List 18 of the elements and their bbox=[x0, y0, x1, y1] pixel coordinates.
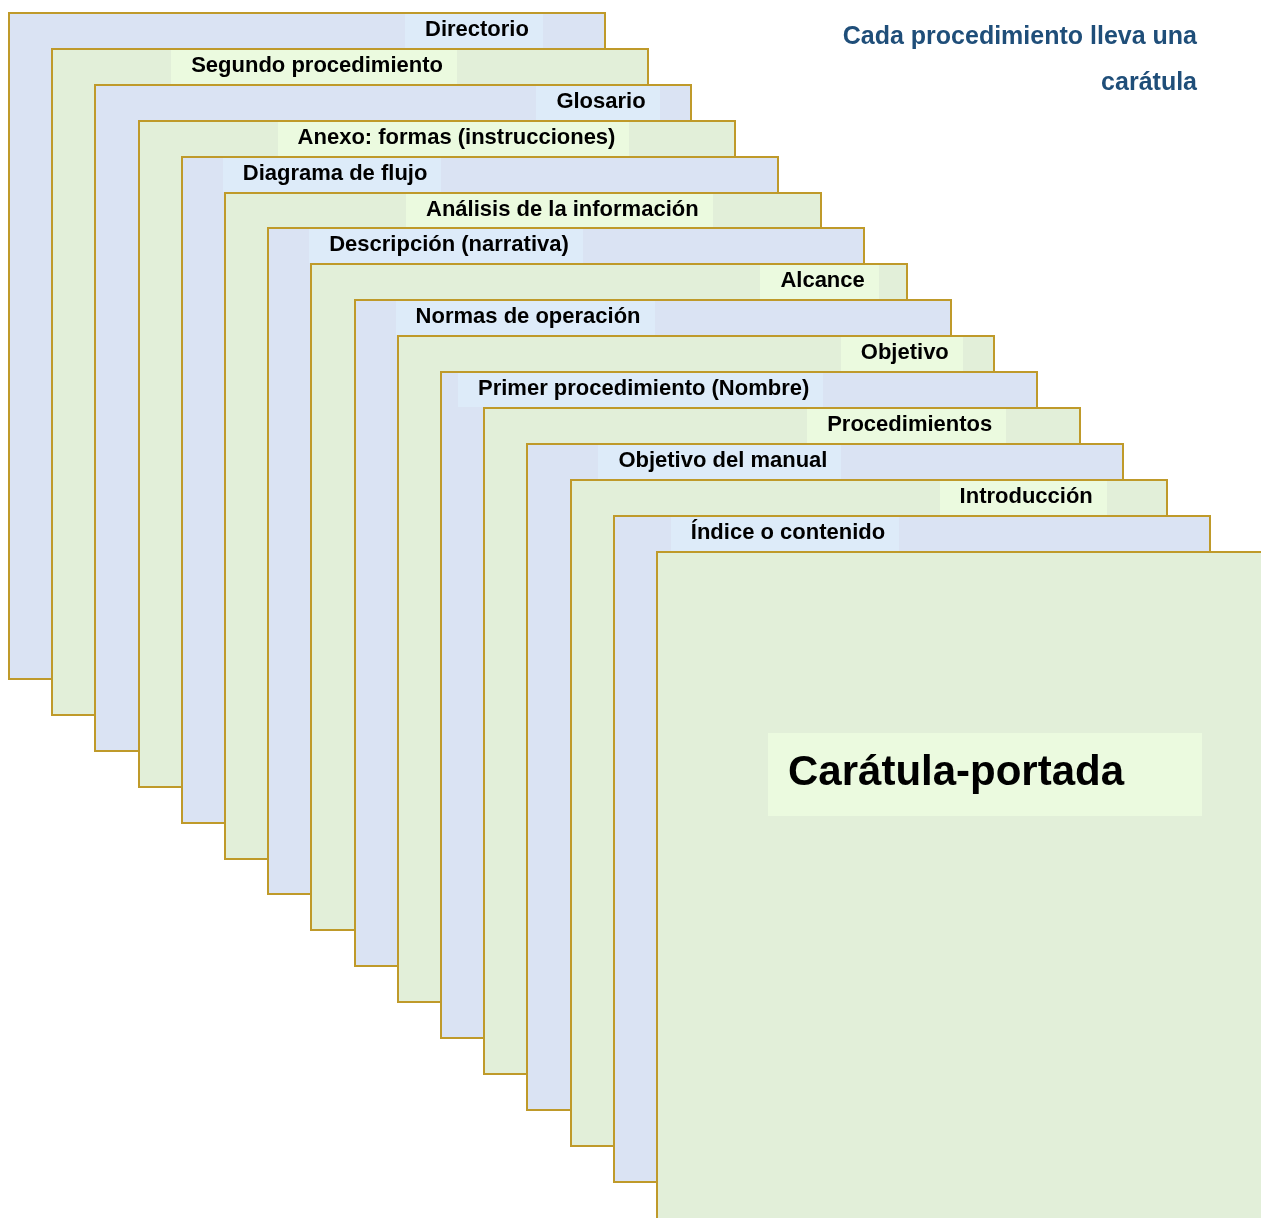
tab-label: Anexo: formas (instrucciones) bbox=[277, 121, 630, 156]
tab-label: Procedimientos bbox=[807, 408, 1007, 443]
heading: Cada procedimiento lleva una carátula bbox=[841, 20, 1197, 97]
tab-label: Objetivo del manual bbox=[598, 444, 842, 479]
tab-label: Alcance bbox=[760, 265, 879, 300]
tab-label: Diagrama de flujo bbox=[222, 157, 442, 192]
tab-label: Introducción bbox=[939, 480, 1107, 515]
page-sheet bbox=[656, 550, 1261, 1218]
tab-label: Primer procedimiento (Nombre) bbox=[458, 373, 824, 407]
tab-label: Análisis de la información bbox=[406, 193, 713, 228]
cover-label: Carátula-portada bbox=[768, 732, 1202, 816]
tab-label: Glosario bbox=[536, 85, 660, 120]
tab-label: Descripción (narrativa) bbox=[309, 229, 583, 264]
tab-label: Índice o contenido bbox=[670, 516, 900, 551]
tab-label: Segundo procedimiento bbox=[171, 49, 457, 84]
tab-label: Directorio bbox=[405, 14, 543, 48]
tab-label: Normas de operación bbox=[395, 301, 655, 336]
tab-label: Objetivo bbox=[840, 337, 963, 372]
